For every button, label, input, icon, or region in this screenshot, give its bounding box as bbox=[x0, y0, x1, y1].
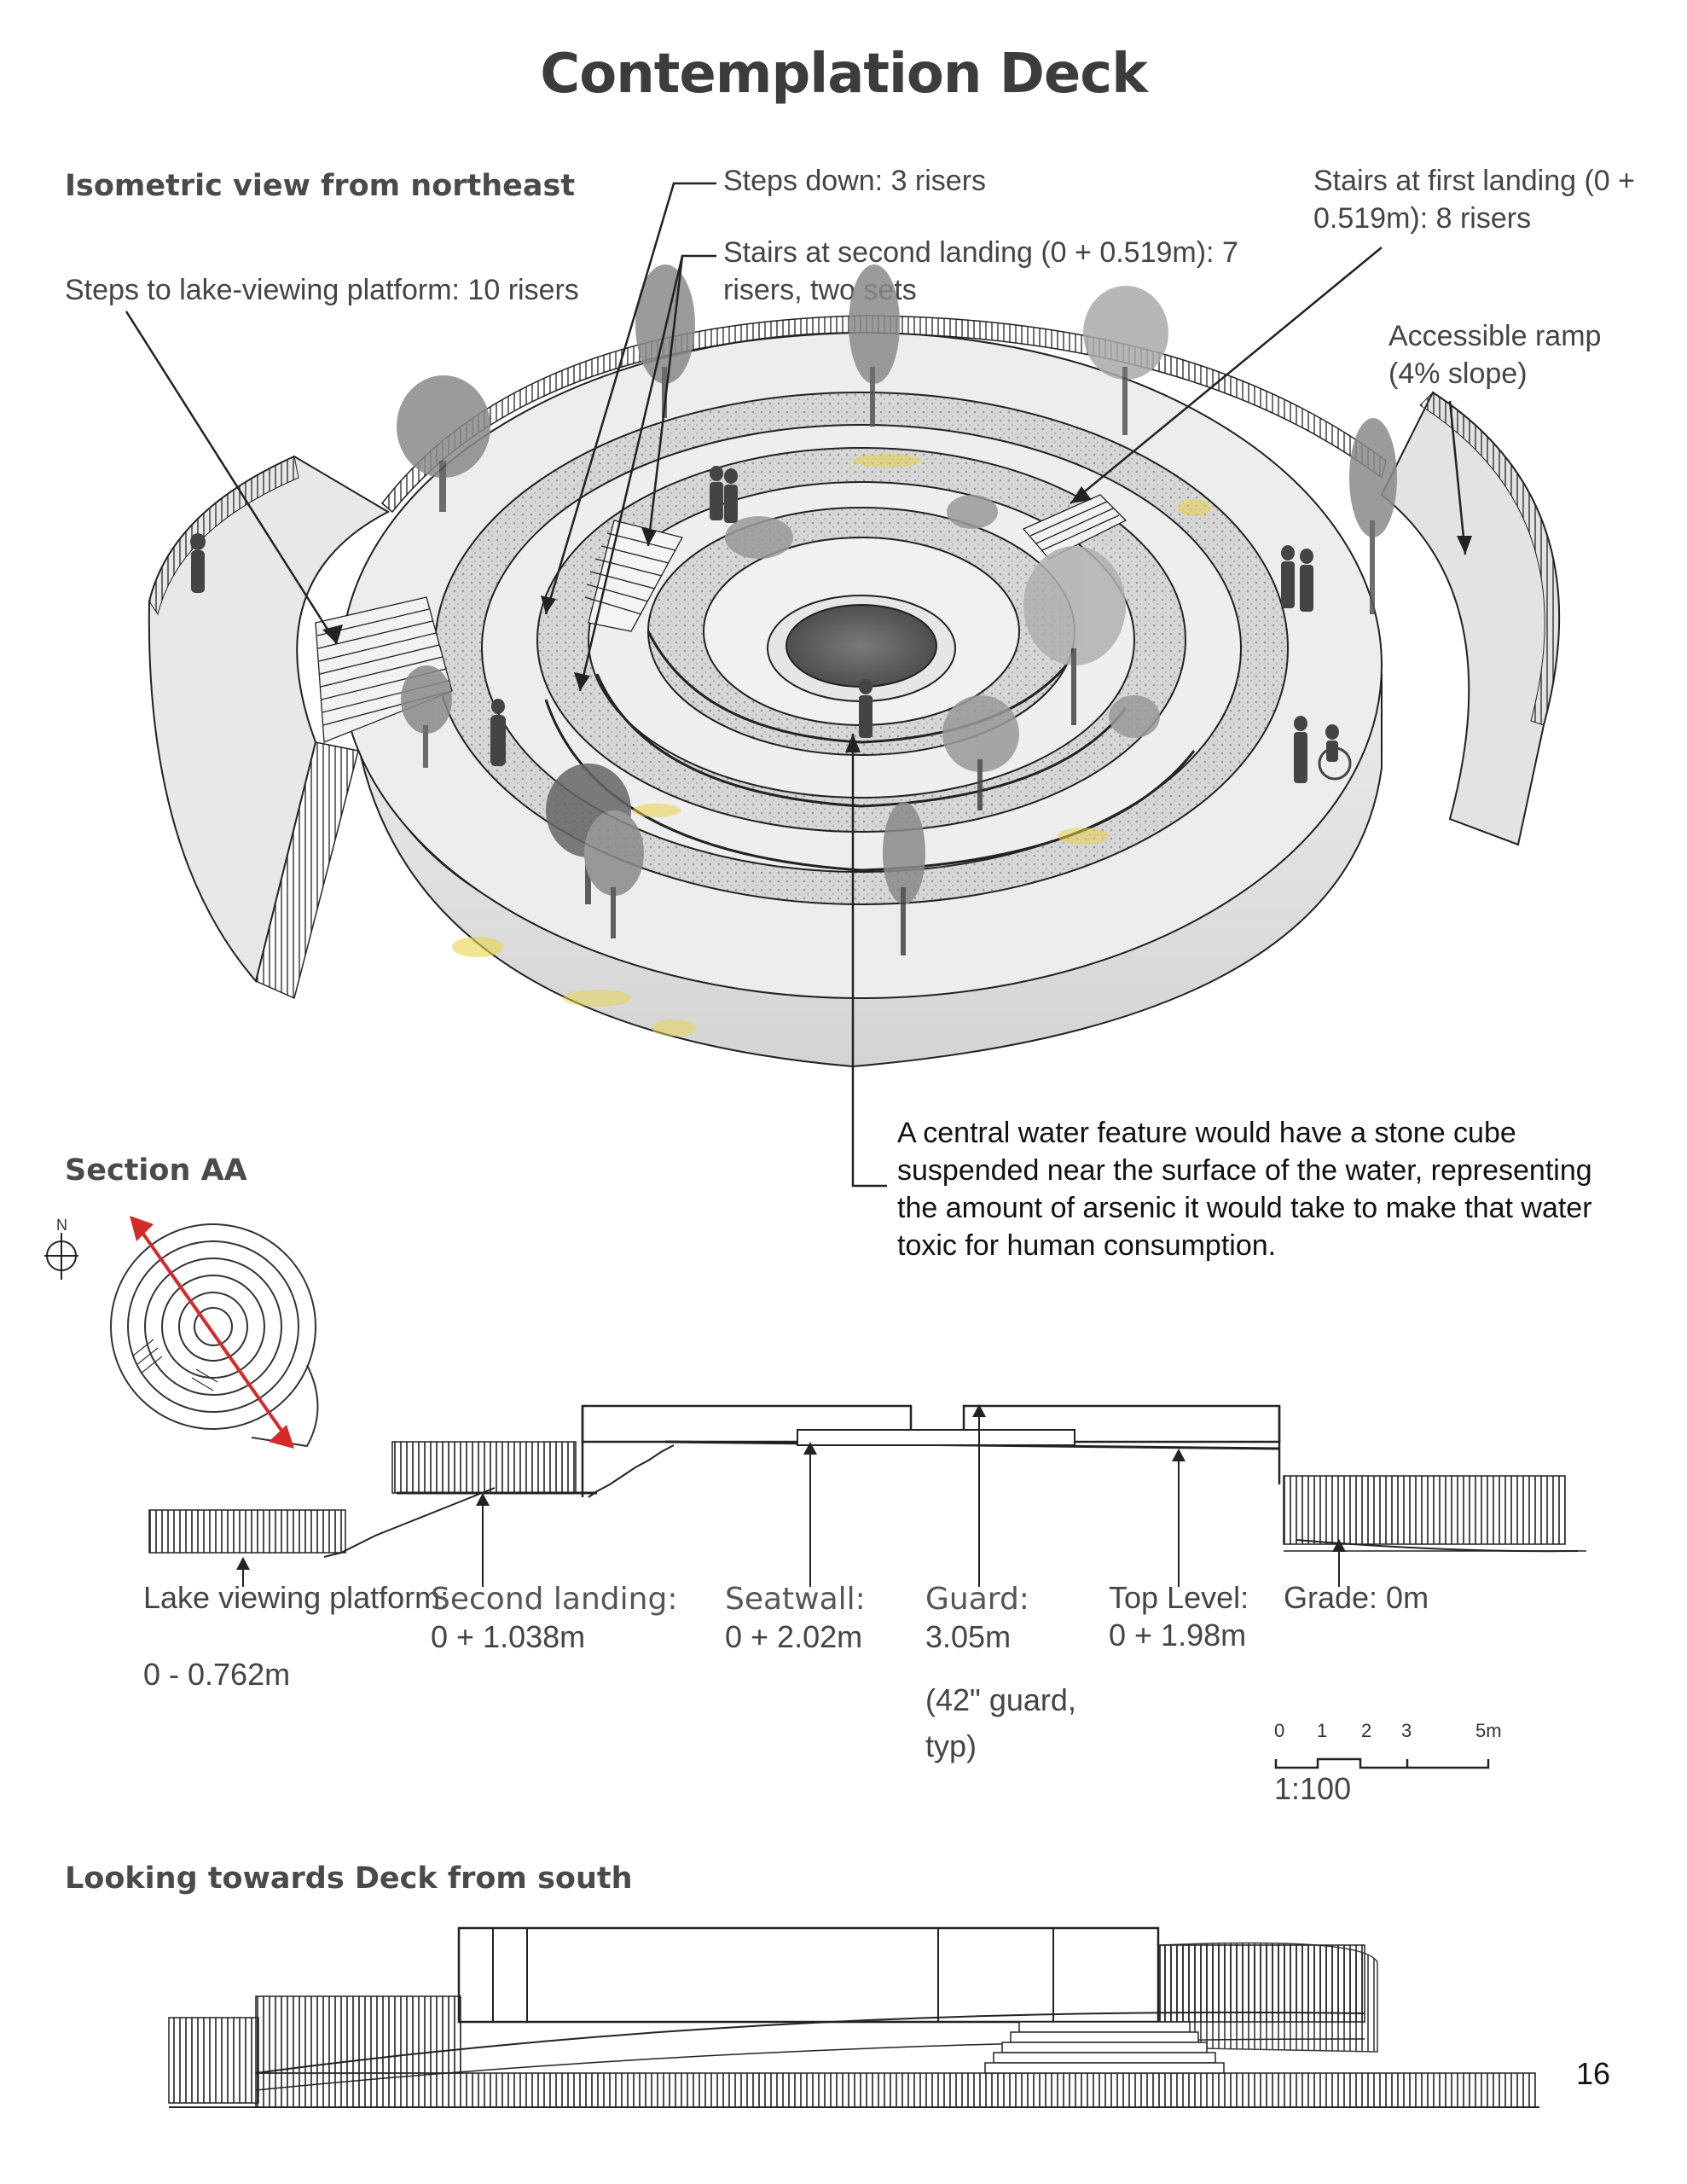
callout-ramp: Accessible ramp (4% slope) bbox=[1388, 320, 1602, 390]
section-aa-drawing bbox=[148, 1404, 1586, 1587]
label-second-landing: Second landing: bbox=[431, 1582, 678, 1617]
scale-ratio: 1:100 bbox=[1274, 1771, 1352, 1806]
scale-tick-0: 0 bbox=[1274, 1720, 1285, 1741]
page-title: Contemplation Deck bbox=[540, 43, 1148, 106]
callout-steps-down: Steps down: 3 risers bbox=[723, 165, 987, 197]
scale-tick-2: 2 bbox=[1361, 1720, 1372, 1741]
label-top-level-value: 0 + 1.98m bbox=[1109, 1618, 1247, 1653]
north-label: N bbox=[56, 1217, 67, 1234]
label-top-level: Top Level: bbox=[1109, 1580, 1249, 1615]
scale-tick-3: 3 bbox=[1401, 1720, 1412, 1741]
water-pool bbox=[786, 604, 937, 688]
ramp-wing bbox=[1380, 391, 1561, 846]
label-guard: Guard: bbox=[925, 1582, 1029, 1617]
label-grade: Grade: 0m bbox=[1284, 1580, 1429, 1615]
isometric-arrowheads bbox=[322, 486, 1472, 752]
south-elevation-drawing bbox=[168, 1926, 1539, 2108]
scale-tick-1: 1 bbox=[1317, 1720, 1328, 1741]
label-guard-value: 3.05m bbox=[925, 1619, 1012, 1654]
stairs-first-landing bbox=[1022, 494, 1128, 560]
callout-steps-lake: Steps to lake-viewing platform: 10 riser… bbox=[65, 274, 579, 306]
page-number: 16 bbox=[1576, 2056, 1611, 2091]
yellow-plantings bbox=[633, 454, 1211, 845]
elevation-heading: Looking towards Deck from south bbox=[65, 1862, 633, 1896]
trees bbox=[397, 264, 1397, 956]
people bbox=[190, 466, 1352, 783]
isometric-leader-lines bbox=[125, 182, 1467, 1188]
callout-water-feature: A central water feature would have a sto… bbox=[897, 1117, 1592, 1262]
label-lake-platform-value: 0 - 0.762m bbox=[143, 1657, 291, 1692]
section-cut-line bbox=[135, 1223, 290, 1442]
label-second-landing-value: 0 + 1.038m bbox=[431, 1619, 586, 1654]
north-arrow-icon: N bbox=[44, 1217, 78, 1280]
label-lake-platform: Lake viewing platform: bbox=[143, 1580, 449, 1615]
scale-bar bbox=[1274, 1757, 1490, 1769]
stairs-second-landing bbox=[584, 520, 683, 632]
label-seatwall: Seatwall: bbox=[725, 1582, 866, 1617]
isometric-deck-drawing bbox=[125, 182, 1561, 1188]
label-seatwall-value: 0 + 2.02m bbox=[725, 1619, 863, 1654]
callout-stairs-first-landing: Stairs at first landing (0 + 0.519m): 8 … bbox=[1313, 165, 1636, 235]
section-heading: Section AA bbox=[65, 1153, 247, 1188]
section-key-plan: N bbox=[44, 1216, 319, 1449]
label-guard-note: (42" guard, typ) bbox=[925, 1682, 1076, 1763]
isometric-heading: Isometric view from northeast bbox=[65, 169, 576, 203]
scale-tick-5m: 5m bbox=[1475, 1720, 1502, 1741]
